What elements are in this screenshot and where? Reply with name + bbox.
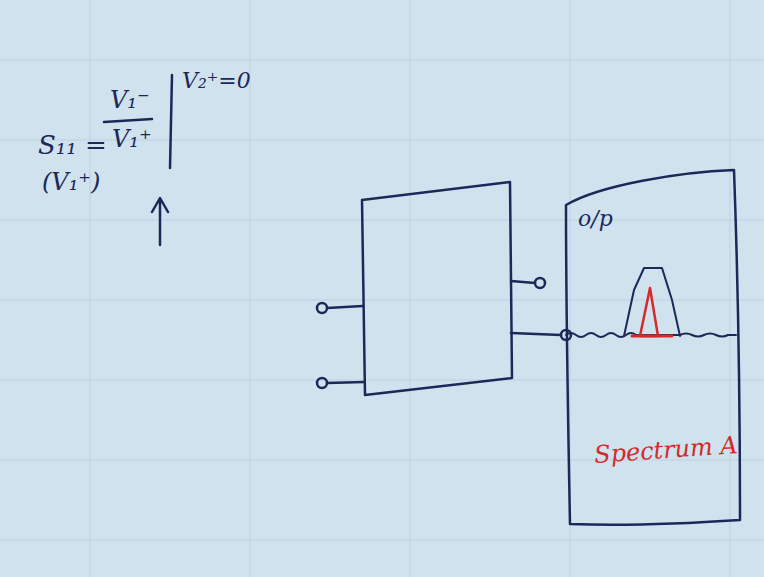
screen-outline — [566, 170, 740, 525]
noise-floor — [566, 333, 736, 337]
wire — [511, 333, 561, 335]
incident-wave-note: (V₁⁺) — [42, 170, 100, 194]
evaluation-bar — [170, 75, 172, 168]
incident-wave: V₁⁺ — [112, 127, 152, 151]
wire — [327, 382, 364, 383]
input-terminal — [317, 303, 327, 313]
parameter-name: S₁₁ = — [38, 132, 107, 158]
spectrum-analyzer-screen: o/pSpectrum A — [560, 160, 745, 532]
peak-envelope — [624, 268, 680, 336]
up-arrow — [152, 198, 168, 245]
reflected-wave: V₁⁻ — [110, 88, 150, 112]
output-terminal — [535, 278, 545, 288]
red-baseline — [632, 335, 672, 338]
wire — [327, 306, 363, 308]
input-terminal — [317, 378, 327, 388]
fraction-bar — [104, 119, 152, 122]
two-port-box — [362, 182, 512, 395]
output-label: o/p — [578, 208, 613, 230]
condition: V₂⁺=0 — [182, 70, 251, 92]
spectral-line — [640, 288, 658, 336]
wire — [511, 281, 535, 283]
instrument-name: Spectrum A — [593, 433, 738, 467]
